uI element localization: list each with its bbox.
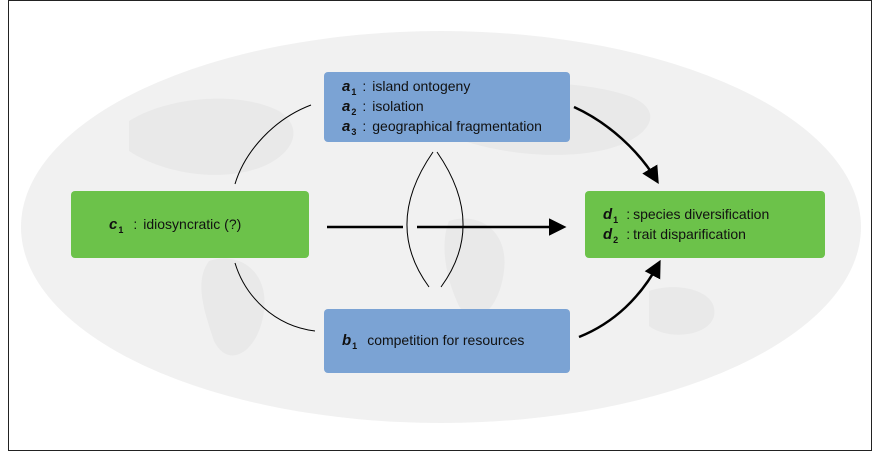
symbol: a	[342, 118, 351, 135]
subscript: 1	[352, 341, 358, 351]
separator: :	[362, 98, 367, 114]
factor-text: geographical fragmentation	[372, 118, 542, 134]
factor-text: isolation	[372, 98, 424, 114]
separator: :	[626, 225, 631, 242]
symbol: d	[603, 225, 613, 243]
subscript: 1	[118, 224, 124, 235]
subscript: 1	[351, 87, 357, 97]
separator: :	[133, 215, 138, 232]
arrow-a-to-d	[573, 105, 659, 185]
symbol: b	[342, 332, 352, 349]
symbol: d	[603, 205, 613, 223]
link-a-to-b-right	[436, 151, 464, 288]
symbol: a	[342, 78, 351, 95]
symbol: c	[109, 215, 118, 233]
factor-text: island ontogeny	[372, 78, 471, 94]
link-c-to-b	[234, 262, 316, 332]
subscript: 2	[351, 107, 357, 117]
outcome-text: species diversification	[633, 205, 770, 222]
arrow-b-to-d	[578, 259, 661, 339]
subscript: 2	[613, 234, 619, 245]
subscript: 1	[613, 214, 619, 225]
subscript: 3	[351, 127, 357, 137]
outcome-text: trait disparification	[633, 225, 746, 242]
factor-text: idiosyncratic (?)	[143, 215, 242, 232]
factor-text: competition for resources	[367, 332, 525, 348]
link-a-to-b-left	[406, 151, 434, 288]
separator: :	[626, 205, 631, 222]
separator: :	[362, 78, 367, 94]
symbol: a	[342, 98, 351, 115]
link-c-to-a	[234, 104, 312, 185]
separator: :	[362, 118, 367, 134]
